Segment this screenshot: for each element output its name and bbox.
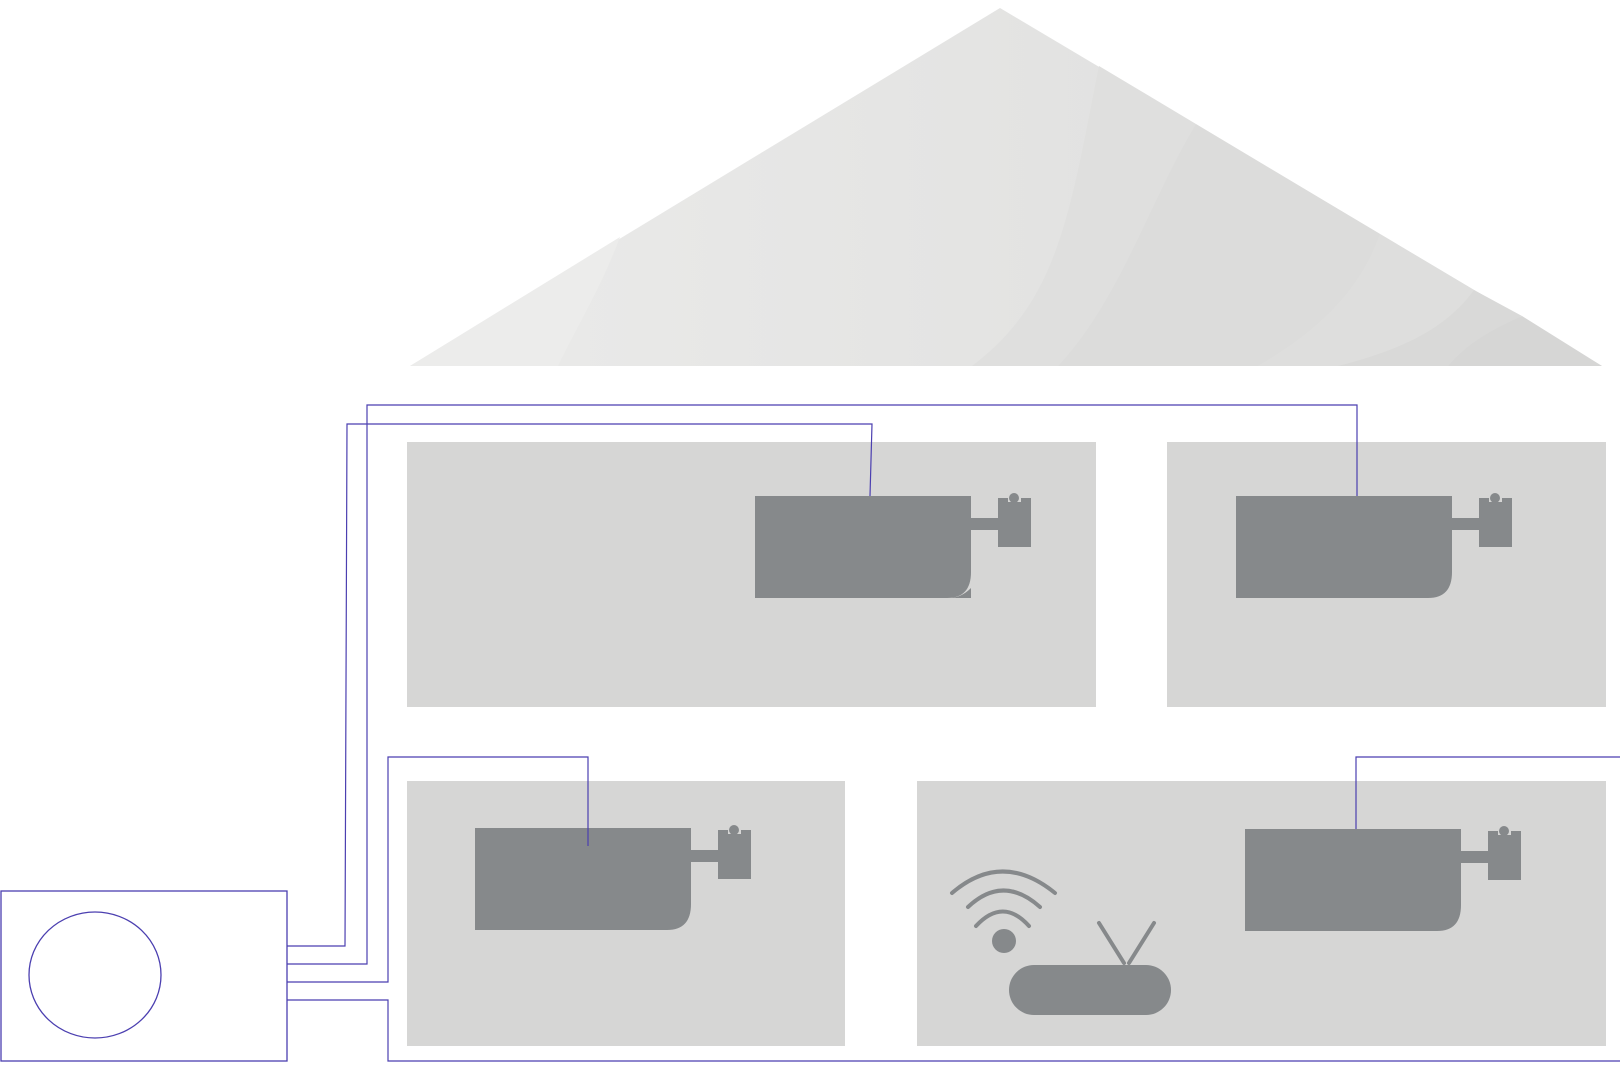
outdoor-condenser-icon [0,890,288,1062]
roof-band-2 [972,66,1196,366]
unit-side-box [1479,502,1512,547]
unit-connector [971,518,998,530]
router-body [1009,965,1171,1015]
pipe-bottom-run [287,999,1620,1062]
pipe-to-lower-right-unit [1355,756,1620,829]
unit-side-notch [718,830,728,838]
outdoor-unit-case [0,890,288,1062]
unit-body [1245,829,1461,931]
unit-side-notch-2 [1021,498,1031,506]
unit-side-notch-2 [741,830,751,838]
pipe-to-upper-left-unit [287,423,873,947]
unit-side-notch [1479,498,1489,506]
indoor-ac-unit-icon [1245,826,1521,931]
unit-side-box [718,834,751,879]
wifi-arc-inner [974,909,1031,928]
wifi-arc-middle [966,888,1042,909]
roof-band-3 [1058,124,1380,366]
indoor-ac-unit-icon [1236,493,1512,598]
roof-band-6 [1448,316,1602,366]
roof-band-4 [1258,234,1474,366]
unit-side-notch-2 [1511,831,1521,839]
indoor-ac-unit-icon [755,493,1031,598]
pipe-to-lower-left-unit [287,756,589,983]
unit-side-knob [1499,826,1509,836]
wifi-dot [992,929,1016,953]
unit-side-knob [1009,493,1019,503]
unit-side-notch-2 [1502,498,1512,506]
pipe-to-upper-right-unit [287,404,1358,965]
wifi-arc-outer [950,869,1057,895]
wifi-signal-icon [950,869,1057,953]
roof [410,8,1602,366]
outdoor-unit-fan [28,911,162,1039]
roof-band-1 [410,237,620,366]
unit-body [475,828,691,930]
roof-band-5 [1338,290,1522,366]
unit-connector [691,850,718,862]
refrigerant-pipes [287,404,1620,1062]
router-antenna-right [1127,921,1156,965]
unit-connector [1461,851,1488,863]
room-upper-left [407,442,1096,707]
unit-connector [1452,518,1479,530]
indoor-ac-unit-icon [475,825,751,930]
unit-body [755,496,971,598]
unit-side-knob [729,825,739,835]
unit-side-notch [998,498,1008,506]
unit-side-notch [1488,831,1498,839]
unit-body [1236,496,1452,598]
unit-side-knob [1490,493,1500,503]
unit-side-box [998,502,1031,547]
wifi-router-icon [1009,921,1171,1015]
router-antenna-left [1097,921,1126,965]
unit-side-box [1488,835,1521,880]
